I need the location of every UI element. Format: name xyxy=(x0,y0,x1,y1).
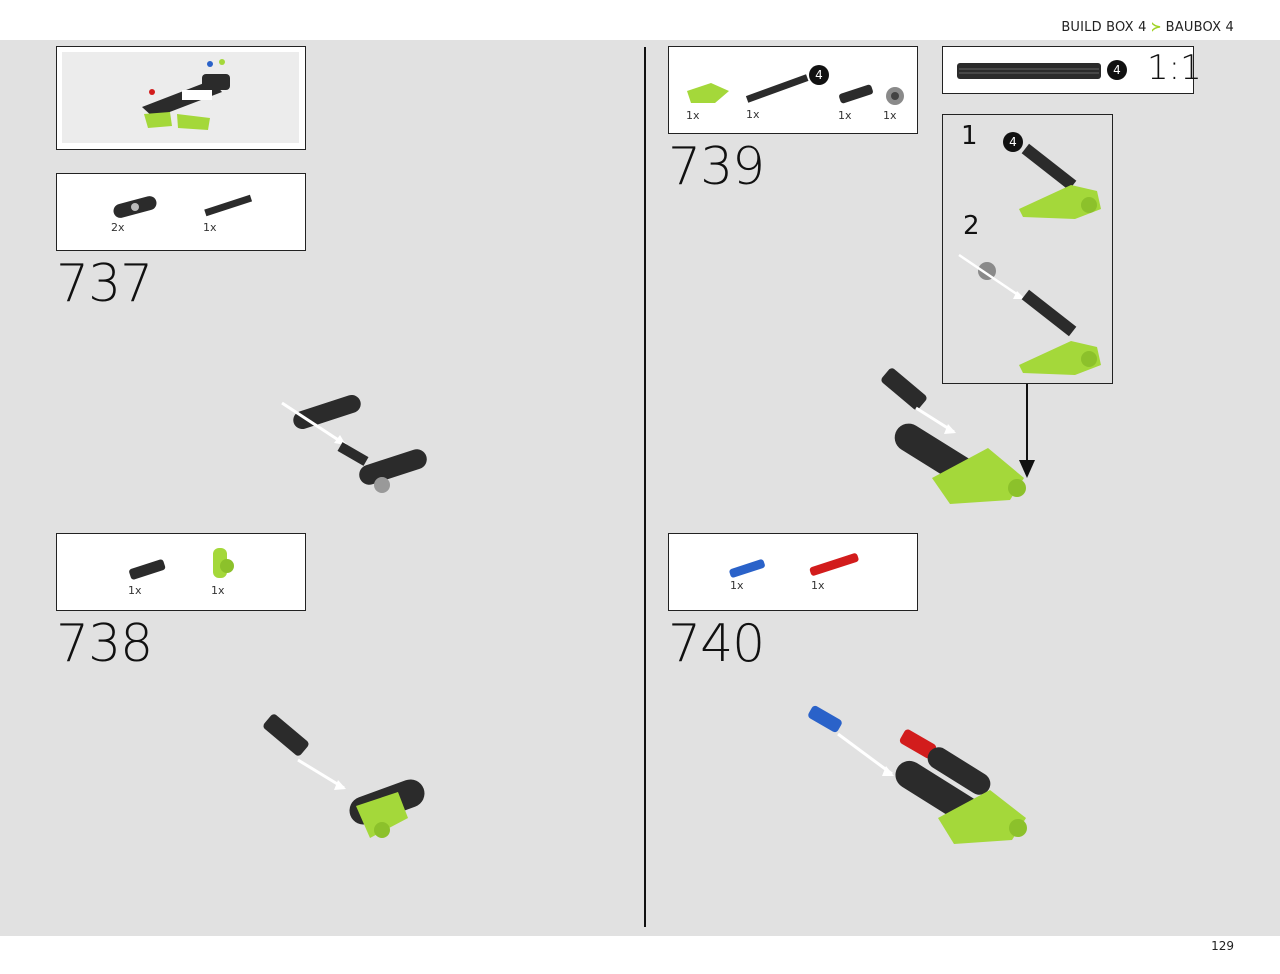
sub-assembly-2-icon xyxy=(958,253,1101,375)
lime-connector-part-icon xyxy=(213,548,234,578)
step-740-parts-list: 1x 1x xyxy=(668,533,918,611)
assembly-overview-icon xyxy=(142,59,230,130)
part-quantity: 1x xyxy=(838,109,852,122)
part-quantity: 1x xyxy=(128,584,142,597)
part-quantity: 2x xyxy=(111,221,125,234)
step-number: 738 xyxy=(56,614,153,674)
part-quantity: 1x xyxy=(883,109,897,122)
part-quantity: 1x xyxy=(730,579,744,592)
step-737-parts-list: 2x 1x xyxy=(56,173,306,251)
blue-pin-part-icon xyxy=(729,559,765,578)
bush-part-icon xyxy=(886,87,904,105)
length-badge: 4 xyxy=(1107,60,1127,80)
step-number: 737 xyxy=(56,254,153,314)
step-number: 739 xyxy=(668,137,765,197)
lime-angle-part-icon xyxy=(687,83,729,103)
step-739-assembly xyxy=(881,368,1026,504)
chevron-right-icon: ≻ xyxy=(1150,20,1162,35)
breadcrumb-de: BAUBOX 4 xyxy=(1165,20,1234,35)
length-badge: 4 xyxy=(809,65,829,85)
page-divider xyxy=(644,47,646,927)
sub-step-number: 2 xyxy=(963,211,980,241)
step-737-assembly xyxy=(281,394,427,493)
long-axle-part-icon xyxy=(745,74,809,103)
part-quantity: 1x xyxy=(686,109,700,122)
page-footer xyxy=(0,936,1280,974)
step-number: 740 xyxy=(668,614,765,674)
beam-part-icon xyxy=(113,196,157,218)
model-overview-box xyxy=(56,46,306,150)
axle-part-icon xyxy=(204,194,253,217)
scale-reference-box: 4 1:1 xyxy=(942,46,1202,94)
sub-assembly-box: 1 4 2 xyxy=(942,114,1113,384)
page-header: BUILD BOX 4≻BAUBOX 4 xyxy=(0,0,1280,40)
part-quantity: 1x xyxy=(211,584,225,597)
step-738-assembly xyxy=(263,714,425,838)
breadcrumb: BUILD BOX 4≻BAUBOX 4 xyxy=(1061,20,1234,35)
down-arrow-icon xyxy=(1019,384,1035,478)
overview-image xyxy=(62,52,299,143)
part-quantity: 1x xyxy=(811,579,825,592)
part-quantity: 1x xyxy=(203,221,217,234)
step-739-parts-list: 1x 4 1x 1x 1x xyxy=(668,46,918,134)
breadcrumb-en: BUILD BOX 4 xyxy=(1061,20,1147,35)
step-738-parts-list: 1x 1x xyxy=(56,533,306,611)
length-badge: 4 xyxy=(1003,132,1023,152)
page-number: 129 xyxy=(1211,939,1234,953)
axle-scale-icon xyxy=(957,63,1101,79)
step-740-assembly xyxy=(808,705,1027,844)
red-axle-pin-part-icon xyxy=(809,553,859,576)
connector-part-icon xyxy=(839,84,873,104)
sub-step-number: 1 xyxy=(961,121,978,151)
sub-assembly-1-icon xyxy=(1019,143,1101,219)
scale-label: 1:1 xyxy=(1147,48,1202,88)
part-quantity: 1x xyxy=(746,108,760,121)
connector-part-icon xyxy=(129,559,166,580)
